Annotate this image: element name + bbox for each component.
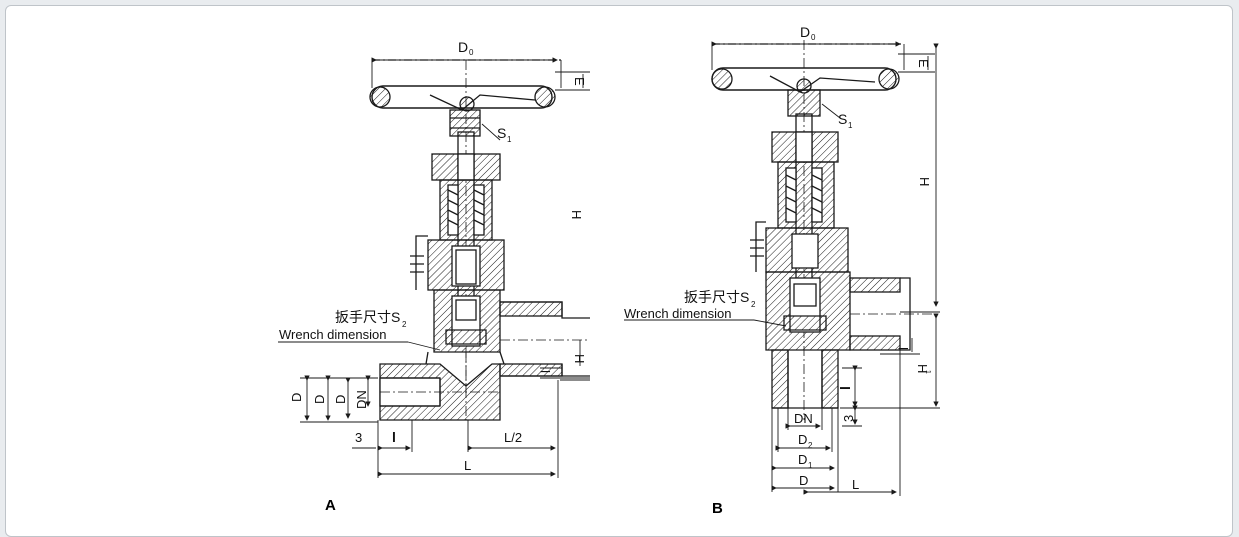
dim-a-d0: D	[458, 39, 468, 55]
dim-b-h1: H	[915, 364, 930, 373]
dim-a-d1: D	[312, 395, 327, 404]
wrench-sub-b: 2	[751, 300, 756, 309]
dim-a-h: H	[569, 210, 584, 219]
dim-b-d2: D	[798, 432, 807, 447]
dim-b-three: 3	[841, 415, 856, 422]
dim-b-d1: D	[798, 452, 807, 467]
dim-a-s1-sub: 1	[507, 135, 512, 144]
wrench-cn-a: 扳手尺寸S	[335, 309, 400, 325]
dim-b-d: D	[799, 473, 808, 488]
dim-b-h: H	[917, 177, 932, 186]
dim-a-l1: l	[538, 370, 553, 373]
wrench-cn-b: 扳手尺寸S	[684, 289, 749, 305]
dim-b-d0: D	[800, 24, 810, 40]
dim-a-h1: H	[572, 354, 587, 363]
handwheel-b	[711, 43, 904, 117]
dim-lines-a	[278, 57, 590, 478]
dim-a-d2: D	[333, 395, 348, 404]
wrench-en-b: Wrench dimension	[624, 306, 731, 321]
dim-b-d0-sub: 0	[811, 33, 816, 42]
handwheel-a	[369, 59, 561, 137]
dim-b-h1-sub: 1	[924, 370, 931, 374]
dim-b-d2-sub: 2	[808, 441, 813, 450]
dim-b-l1: l	[896, 347, 911, 350]
dim-a-d0-sub: 0	[469, 48, 474, 57]
dim-a-l: l	[392, 429, 396, 445]
dim-a-big-l: L	[464, 458, 471, 473]
dim-b-dn: DN	[794, 411, 813, 426]
dim-a-d: D	[289, 393, 304, 402]
labels-a: D 0 E S 1 H H l D D D DN 3 l L/2 L A 扳手尺…	[279, 39, 587, 514]
dim-lines-b	[624, 41, 940, 496]
caption-b: B	[712, 500, 723, 517]
dim-a-half-l: L/2	[504, 430, 522, 445]
dim-a-dn: DN	[354, 390, 369, 409]
dim-b-d1-sub: 1	[808, 461, 813, 470]
wrench-sub-a: 2	[402, 320, 407, 329]
dim-b-big-l: L	[852, 477, 859, 492]
valve-b	[624, 40, 940, 496]
dim-a-s1: S	[497, 125, 506, 141]
wrench-en-a: Wrench dimension	[279, 327, 386, 342]
dim-b-s1: S	[838, 111, 847, 127]
caption-a: A	[325, 497, 336, 514]
dim-b-l: l	[837, 386, 853, 390]
valve-drawing: D 0 E S 1 H H l D D D DN 3 l L/2 L A 扳手尺…	[278, 24, 940, 517]
dim-b-s1-sub: 1	[848, 121, 853, 130]
valve-a	[278, 57, 590, 478]
dim-a-three: 3	[355, 430, 362, 445]
labels-b: D 0 E S 1 H H 1 l l 3 DN D 2 D 1 D L B 扳…	[624, 24, 932, 517]
dim-b-e: E	[916, 59, 931, 68]
dim-a-e: E	[572, 77, 587, 86]
